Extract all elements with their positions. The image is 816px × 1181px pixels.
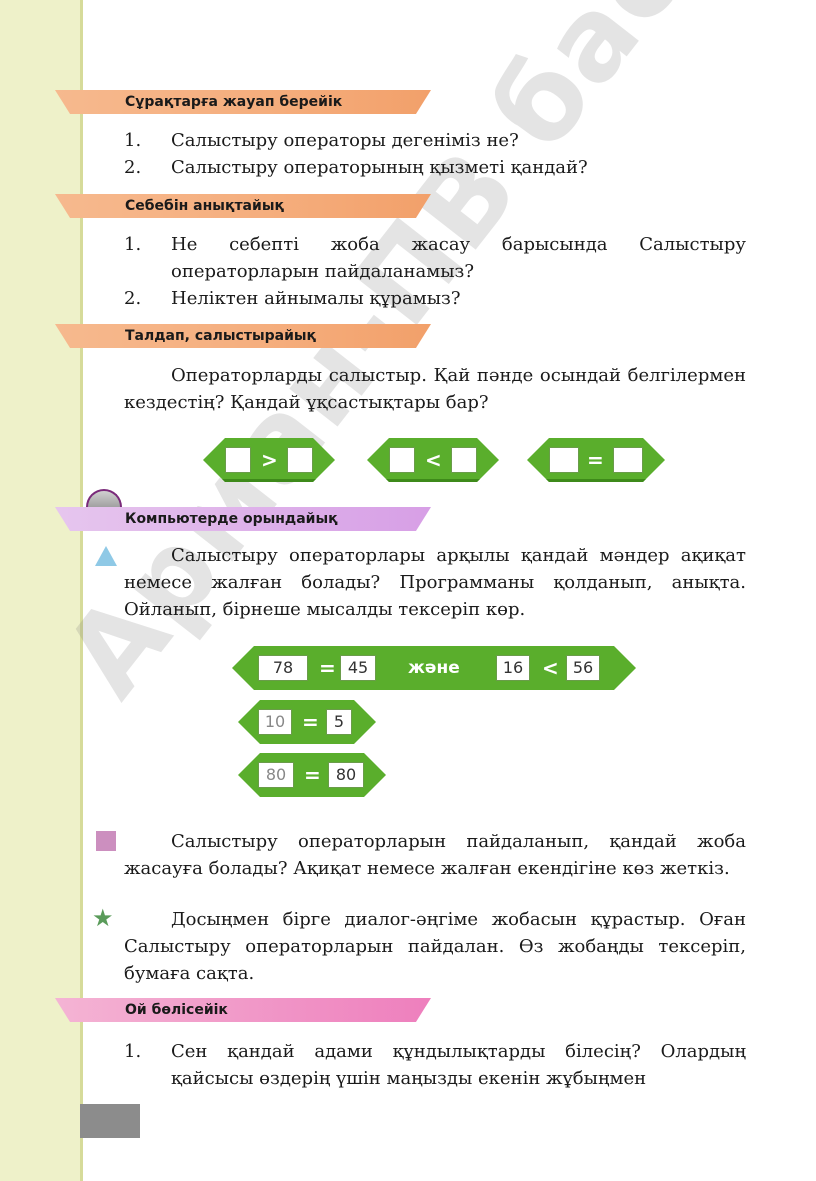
- operator-greater: >: [261, 448, 278, 472]
- number-slot: 78: [258, 655, 308, 681]
- section-header-share: Ой бөлісейік: [55, 998, 431, 1022]
- operator-less: <: [542, 656, 559, 680]
- dialog-paragraph: Досыңмен бірге диалог-әңгіме жобасын құр…: [124, 909, 746, 984]
- section-header-computer: Компьютерде орындайық: [55, 507, 431, 531]
- section-header-analyze: Талдап, салыстырайық: [55, 324, 431, 348]
- empty-slot: [451, 447, 477, 473]
- triangle-icon: [95, 546, 117, 566]
- operator-equals: =: [304, 763, 321, 787]
- list-item: 1.Не себепті жоба жасау барысында Салыст…: [124, 234, 746, 282]
- number-slot: 80: [258, 762, 294, 788]
- number-slot: 10: [258, 709, 292, 735]
- cd-disc-icon: [86, 489, 122, 509]
- operator-equals: =: [302, 710, 319, 734]
- questions-list: 1.Салыстыру операторы дегеніміз не? 2.Са…: [124, 127, 746, 181]
- number-slot: 16: [496, 655, 530, 681]
- number-slot: 80: [328, 762, 364, 788]
- empty-slot: [613, 447, 643, 473]
- list-item: 2.Салыстыру операторының қызметі қандай?: [124, 157, 588, 178]
- number-slot: 56: [566, 655, 600, 681]
- square-icon: [96, 831, 116, 851]
- program-block-row3: 80 = 80: [238, 753, 386, 797]
- share-list: 1.Сен қандай адами құндылықтарды білесің…: [124, 1038, 746, 1092]
- operator-equals: =: [319, 656, 336, 680]
- number-slot: 5: [326, 709, 352, 735]
- and-joiner: және: [408, 658, 460, 678]
- section-header-reasons: Себебін анықтайық: [55, 194, 431, 218]
- program-block-row2: 10 = 5: [238, 700, 376, 744]
- computer-paragraph: Салыстыру операторлары арқылы қандай мән…: [124, 545, 746, 620]
- list-item: 2.Неліктен айнымалы құрамыз?: [124, 288, 461, 309]
- section-header-questions: Сұрақтарға жауап берейік: [55, 90, 431, 114]
- program-block-and: 78 = 45 және 16 < 56: [232, 646, 636, 690]
- operator-equals: =: [587, 448, 604, 472]
- analyze-paragraph: Операторларды салыстыр. Қай пәнде осында…: [124, 365, 746, 413]
- star-icon: ★: [92, 904, 114, 932]
- list-item: 1.Салыстыру операторы дегеніміз не?: [124, 130, 519, 151]
- empty-slot: [549, 447, 579, 473]
- list-item: 1.Сен қандай адами құндылықтарды білесің…: [124, 1041, 746, 1089]
- reasons-list: 1.Не себепті жоба жасау барысында Салыст…: [124, 231, 746, 312]
- equals-block: =: [527, 438, 665, 482]
- project-paragraph: Салыстыру операторларын пайдаланып, қанд…: [124, 831, 746, 879]
- number-slot: 45: [340, 655, 376, 681]
- empty-slot: [287, 447, 313, 473]
- page-number-box: [80, 1104, 140, 1138]
- less-than-block: <: [367, 438, 499, 482]
- operator-less: <: [425, 448, 442, 472]
- greater-than-block: >: [203, 438, 335, 482]
- empty-slot: [225, 447, 251, 473]
- empty-slot: [389, 447, 415, 473]
